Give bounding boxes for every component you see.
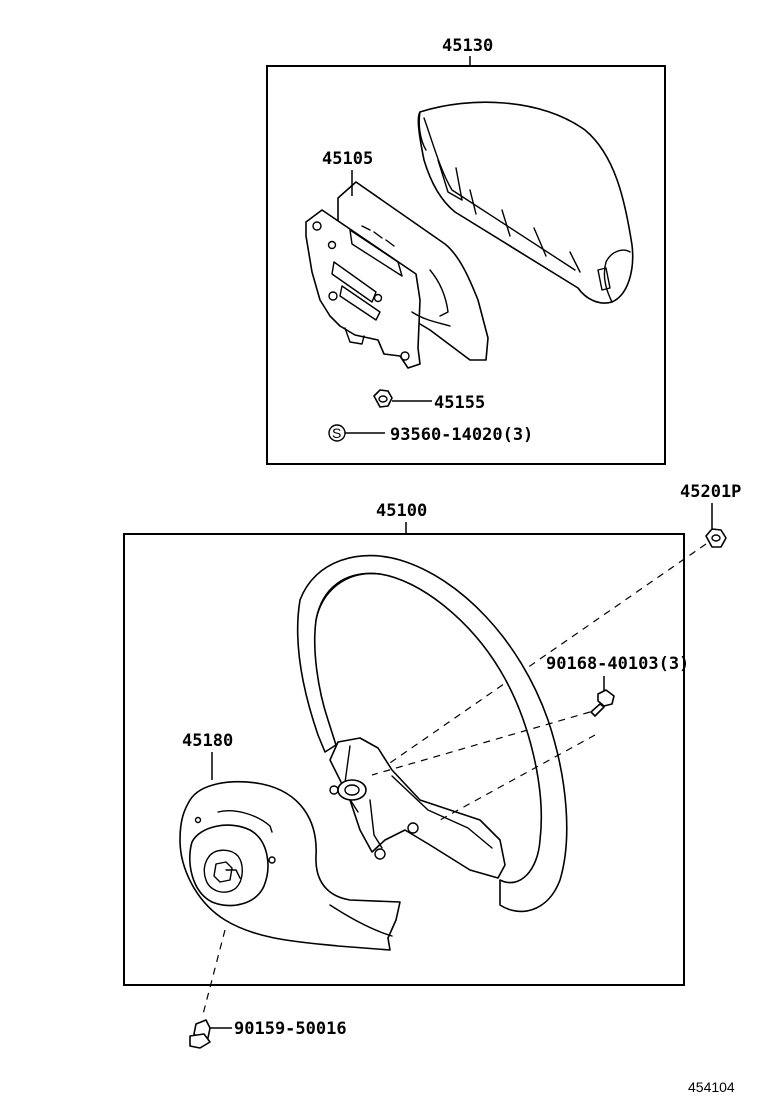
- label-45180[interactable]: 45180: [182, 731, 233, 751]
- standard-part-symbol-icon: S: [328, 424, 346, 442]
- fastening-line-lower: [439, 734, 596, 821]
- label-45201p[interactable]: 45201P: [680, 482, 741, 502]
- label-45105[interactable]: 45105: [322, 149, 373, 169]
- horn-plate-part[interactable]: [305, 181, 489, 369]
- label-90159-50016[interactable]: 90159-50016: [234, 1019, 347, 1039]
- nut-45201p-part[interactable]: [705, 528, 727, 548]
- fastening-line-90159: [201, 929, 226, 1019]
- screw-90159-part[interactable]: [189, 1019, 211, 1049]
- steering-wheel-part[interactable]: [296, 554, 568, 913]
- label-93560-14020[interactable]: 93560-14020(3): [390, 425, 533, 445]
- group-box-45100: [123, 533, 685, 986]
- label-45130[interactable]: 45130: [442, 36, 493, 56]
- nut-45155-part[interactable]: [373, 389, 393, 408]
- label-45100[interactable]: 45100: [376, 501, 427, 521]
- bolt-90168-part[interactable]: [590, 689, 615, 717]
- horn-pad-part[interactable]: [179, 780, 401, 951]
- label-45155[interactable]: 45155: [434, 393, 485, 413]
- svg-text:S: S: [332, 425, 341, 441]
- label-90168-40103[interactable]: 90168-40103(3): [546, 654, 689, 674]
- group-box-45130: [266, 65, 666, 465]
- diagram-id: 454104: [688, 1079, 735, 1095]
- horn-pad-cover-part[interactable]: [417, 101, 634, 304]
